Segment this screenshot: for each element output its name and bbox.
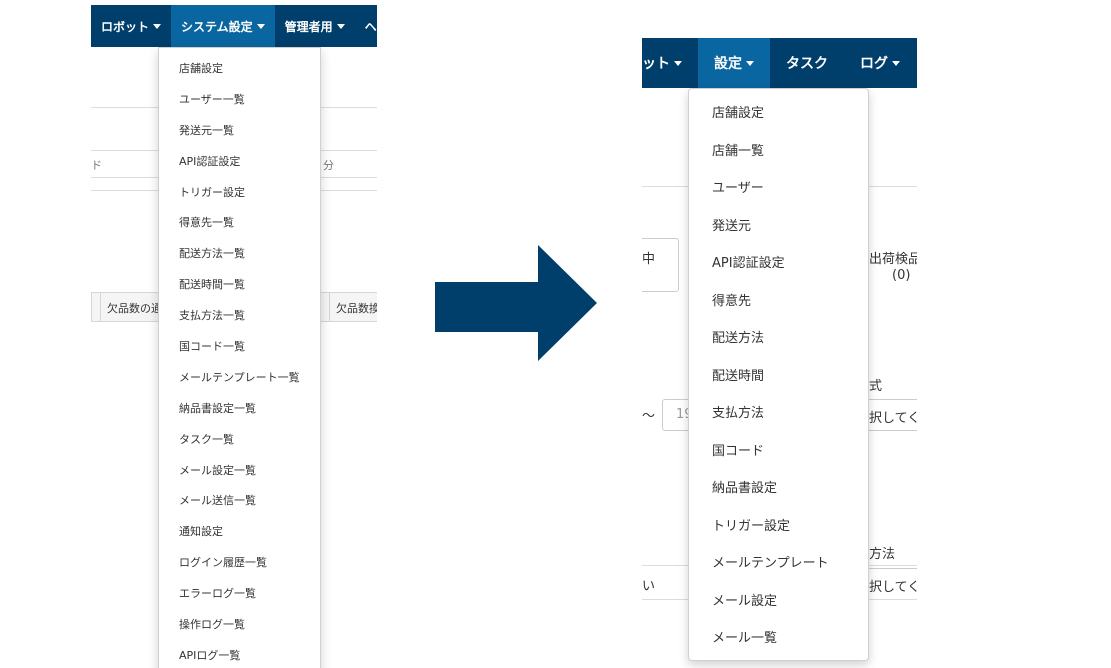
system-settings-menu-item[interactable]: ユーザー一覧 <box>179 92 245 106</box>
nav-robot[interactable]: ロボット <box>91 5 171 47</box>
system-settings-menu-item[interactable]: メールテンプレート一覧 <box>179 370 300 384</box>
right-arrow-icon <box>435 245 597 361</box>
settings-menu-item[interactable]: 発送元 <box>712 218 752 234</box>
nav-robot[interactable]: ット <box>642 38 698 88</box>
settings-menu-item[interactable]: 店舗設定 <box>712 106 765 121</box>
status-card-label: 中 <box>642 252 656 267</box>
system-settings-menu-item[interactable]: 配送方法一覧 <box>179 247 245 261</box>
settings-menu-item[interactable]: 支払方法 <box>712 406 765 421</box>
settings-menu-item[interactable]: メールテンプレート <box>712 556 829 571</box>
select-placeholder: 択してくだ <box>869 411 917 426</box>
system-settings-menu-item[interactable]: メール送信一覧 <box>179 494 256 508</box>
status-card-left[interactable] <box>642 238 679 292</box>
nav-system-settings[interactable]: システム設定 <box>171 5 275 47</box>
chevron-down-icon <box>674 60 682 66</box>
system-settings-dropdown: 店舗設定ユーザー一覧発送元一覧 API認証設定トリガー設定得意先一覧配送方法一覧配… <box>158 47 321 668</box>
settings-menu-item[interactable]: 配送時間 <box>712 368 765 384</box>
settings-menu-item[interactable]: 得意先 <box>712 293 752 309</box>
nav-tasks[interactable]: タスク <box>786 56 828 72</box>
settings-menu-item[interactable]: トリガー設定 <box>712 518 791 534</box>
table-header-stockout-conversion: 欠品数換算 <box>329 292 377 322</box>
select-placeholder: 択してくだ <box>869 580 917 595</box>
system-settings-menu-item[interactable]: 国コード一覧 <box>179 340 245 354</box>
system-settings-menu-item[interactable]: エラーログ一覧 <box>179 587 256 601</box>
chevron-down-icon <box>153 23 162 29</box>
settings-menu-item[interactable]: 店舗一覧 <box>712 143 765 159</box>
chevron-down-icon <box>336 23 345 29</box>
nav-logs[interactable]: ログ <box>844 38 916 88</box>
system-settings-menu-item[interactable]: 発送元一覧 <box>179 123 234 137</box>
table-header-fragment: 分 <box>323 159 334 172</box>
settings-menu-item[interactable]: メール一覧 <box>712 631 778 646</box>
status-card-count: (0) <box>892 268 911 283</box>
arrow-shape <box>435 245 597 361</box>
field-label: 式 <box>869 379 883 394</box>
settings-menu-item[interactable]: 納品書設定 <box>712 481 778 496</box>
nav-help[interactable]: ヘルプ <box>364 19 377 34</box>
status-card-shipping-inspection: 出荷検品 <box>869 252 917 267</box>
settings-menu-item[interactable]: ユーザー <box>712 181 764 196</box>
system-settings-menu-item[interactable]: タスク一覧 <box>179 432 234 446</box>
range-separator: 〜 <box>642 409 656 424</box>
nav-admin[interactable]: 管理者用 <box>275 5 355 47</box>
system-settings-menu-item[interactable]: トリガー設定 <box>179 185 245 199</box>
chevron-down-icon <box>746 60 754 66</box>
after-navbar: ット 設定 タスク ログ <box>642 38 917 88</box>
system-settings-menu-item[interactable]: API認証設定 <box>179 154 241 168</box>
system-settings-menu-item[interactable]: 納品書設定一覧 <box>179 401 256 415</box>
system-settings-menu-item[interactable]: メール設定一覧 <box>179 463 256 477</box>
system-settings-menu-item[interactable]: 操作ログ一覧 <box>179 618 245 632</box>
table-cell-fragment: い <box>642 579 656 594</box>
chevron-down-icon <box>892 60 900 66</box>
system-settings-menu-item[interactable]: 通知設定 <box>179 525 223 539</box>
table-header-fragment: ド <box>91 159 102 172</box>
system-settings-menu-item[interactable]: 支払方法一覧 <box>179 309 245 323</box>
system-settings-menu-item[interactable]: ログイン履歴一覧 <box>179 556 267 570</box>
system-settings-menu-item[interactable]: 店舗設定 <box>179 62 223 75</box>
settings-menu-item[interactable]: 配送方法 <box>712 331 765 346</box>
after-screenshot: ット 設定 タスク ログ 中 出荷検品 (0) 式 〜 19 択してくだ 方法 … <box>642 38 917 668</box>
field-label: 方法 <box>869 547 896 562</box>
before-screenshot: ロボット システム設定 管理者用 ヘルプ ド 分 欠品数の通知 欠品数換算 店舗… <box>91 0 377 668</box>
settings-dropdown: 店舗設定店舗一覧ユーザー発送元 API認証設定得意先配送方法配送時間支払方法国コー… <box>688 88 869 661</box>
system-settings-menu-item[interactable]: 配送時間一覧 <box>179 278 245 292</box>
before-navbar: ロボット システム設定 管理者用 ヘルプ <box>91 5 377 47</box>
settings-menu-item[interactable]: 国コード <box>712 443 765 459</box>
system-settings-menu-item[interactable]: 得意先一覧 <box>179 216 234 230</box>
settings-menu-item[interactable]: API認証設定 <box>712 256 785 271</box>
chevron-down-icon <box>256 23 265 29</box>
system-settings-menu-item[interactable]: APIログ一覧 <box>179 648 241 662</box>
settings-menu-item[interactable]: メール設定 <box>712 593 778 609</box>
nav-settings[interactable]: 設定 <box>698 38 770 88</box>
